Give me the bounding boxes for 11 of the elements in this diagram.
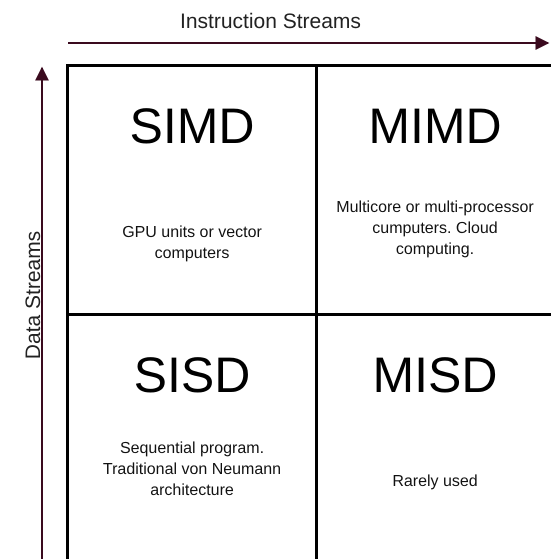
quadrant-cell: [66, 64, 318, 316]
axis-label: Instruction Streams: [180, 10, 361, 34]
quadrant-description: Rarely used: [391, 472, 479, 492]
quadrant-description: Sequential program. Traditional von Neumann architecture: [102, 439, 282, 501]
axis-label: Data Streams: [22, 230, 46, 360]
quadrant-description: GPU units or vector computers: [121, 223, 263, 264]
quadrant-description: Multicore or multi-processor cumputers. Cloud computing.: [335, 198, 535, 260]
quadrant-heading: MIMD: [367, 97, 503, 155]
quadrant-heading: SIMD: [128, 97, 256, 155]
quadrant-heading: MISD: [372, 346, 498, 404]
quadrant-heading: SISD: [132, 346, 252, 404]
